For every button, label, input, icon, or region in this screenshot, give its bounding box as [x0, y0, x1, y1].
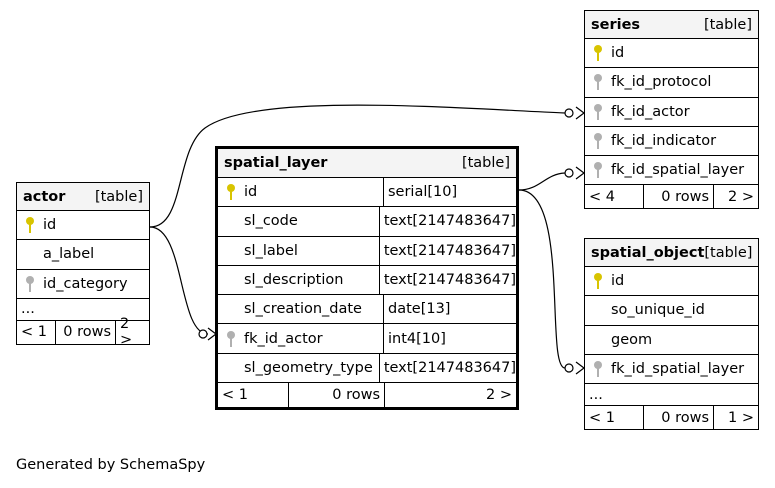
- column-row: id: [585, 267, 758, 297]
- column-name: id_category: [43, 275, 128, 292]
- table-spatial-object[interactable]: spatial_object [table] id so_unique_id g…: [584, 238, 759, 431]
- parents-count: < 1: [21, 324, 47, 341]
- column-type: text[2147483647]: [383, 272, 516, 289]
- key-icon: [585, 39, 611, 67]
- key-icon: [585, 267, 611, 295]
- column-type: text[2147483647]: [383, 213, 516, 230]
- relation-series-actor: [149, 104, 566, 228]
- column-row: fk_id_protocol: [585, 68, 758, 98]
- column-name: sl_creation_date: [244, 301, 362, 318]
- more-columns: ...: [17, 299, 149, 321]
- relation-series-spatial-layer: [518, 172, 566, 191]
- column-row: sl_creation_date date[13]: [218, 295, 516, 325]
- table-footer: < 4 0 rows 2 >: [585, 185, 758, 209]
- column-row: id: [585, 39, 758, 69]
- column-row: sl_label text[2147483647]: [218, 236, 516, 266]
- key-icon: [218, 178, 244, 206]
- column-row: fk_id_indicator: [585, 127, 758, 157]
- parents-count: < 1: [589, 409, 615, 426]
- table-name: spatial_layer: [224, 155, 328, 171]
- column-name: sl_geometry_type: [244, 359, 373, 376]
- foreign-key-icon: [585, 355, 611, 383]
- column-name: fk_id_protocol: [611, 74, 712, 91]
- table-header: actor [table]: [17, 183, 149, 211]
- children-count: 1 >: [713, 406, 758, 430]
- relation-spatial-layer-actor: [149, 226, 209, 335]
- foreign-key-icon: [585, 127, 611, 155]
- table-kind: [table]: [703, 16, 752, 33]
- column-name: fk_id_actor: [611, 103, 690, 120]
- table-header: series [table]: [585, 11, 758, 39]
- column-row: sl_geometry_type text[2147483647]: [218, 353, 516, 384]
- column-row: so_unique_id: [585, 296, 758, 326]
- column-name: sl_code: [244, 213, 298, 230]
- children-count: 2 >: [115, 316, 149, 348]
- table-actor[interactable]: actor [table] id a_label id_category ...…: [16, 182, 150, 348]
- column-name: id: [611, 45, 625, 62]
- foreign-key-icon: [17, 270, 43, 298]
- column-row: id: [17, 211, 149, 241]
- column-row: fk_id_spatial_layer: [585, 355, 758, 385]
- column-row: a_label: [17, 240, 149, 270]
- parents-count: < 1: [222, 387, 248, 404]
- column-row: fk_id_actor: [585, 98, 758, 127]
- row-count: 0 rows: [55, 320, 115, 344]
- column-row: id_category: [17, 270, 149, 299]
- table-kind: [table]: [704, 244, 753, 261]
- foreign-key-icon: [218, 324, 244, 352]
- row-count: 0 rows: [643, 406, 713, 430]
- table-header: spatial_layer [table]: [218, 149, 516, 178]
- column-row: fk_id_spatial_layer: [585, 156, 758, 186]
- column-type: int4[10]: [388, 330, 446, 347]
- column-name: geom: [611, 331, 653, 348]
- column-name: fk_id_spatial_layer: [611, 361, 745, 378]
- row-count: 0 rows: [288, 383, 384, 408]
- more-columns: ...: [585, 384, 758, 407]
- row-count: 0 rows: [643, 185, 713, 209]
- generated-by-label: Generated by SchemaSpy: [16, 457, 206, 473]
- column-row: sl_code text[2147483647]: [218, 207, 516, 237]
- column-name: so_unique_id: [611, 302, 705, 319]
- column-name: id: [43, 217, 57, 234]
- column-row: sl_description text[2147483647]: [218, 265, 516, 296]
- column-row: id serial[10]: [218, 178, 516, 208]
- table-series[interactable]: series [table] id fk_id_protocol fk_id_a…: [584, 10, 759, 210]
- column-type: text[2147483647]: [383, 359, 516, 376]
- children-count: 2 >: [713, 185, 758, 209]
- column-type: text[2147483647]: [383, 242, 516, 259]
- foreign-key-icon: [585, 98, 611, 126]
- foreign-key-icon: [585, 68, 611, 96]
- table-footer: < 1 0 rows 2 >: [17, 316, 149, 348]
- table-footer: < 1 0 rows 1 >: [585, 406, 758, 430]
- column-name: sl_description: [244, 272, 344, 289]
- column-row: geom: [585, 326, 758, 355]
- table-spatial-layer[interactable]: spatial_layer [table] id serial[10] sl_c…: [215, 146, 519, 411]
- column-name: id: [611, 273, 625, 290]
- table-footer: < 1 0 rows 2 >: [218, 383, 516, 408]
- table-name: spatial_object: [591, 244, 705, 261]
- table-header: spatial_object [table]: [585, 239, 758, 267]
- column-row: fk_id_actor int4[10]: [218, 324, 516, 354]
- table-name: series: [591, 16, 641, 33]
- column-type: date[13]: [388, 301, 451, 318]
- foreign-key-icon: [585, 156, 611, 184]
- column-name: a_label: [43, 246, 95, 263]
- column-name: fk_id_spatial_layer: [611, 162, 745, 179]
- key-icon: [17, 211, 43, 239]
- relation-spatial-object-spatial-layer: [518, 189, 566, 369]
- column-name: sl_label: [244, 242, 298, 259]
- table-kind: [table]: [461, 155, 510, 171]
- table-name: actor: [23, 188, 66, 205]
- parents-count: < 4: [589, 188, 615, 205]
- children-count: 2 >: [384, 383, 516, 408]
- table-kind: [table]: [94, 188, 143, 205]
- column-name: id: [244, 184, 258, 201]
- column-type: serial[10]: [388, 184, 458, 201]
- column-name: fk_id_indicator: [611, 133, 717, 150]
- column-name: fk_id_actor: [244, 330, 323, 347]
